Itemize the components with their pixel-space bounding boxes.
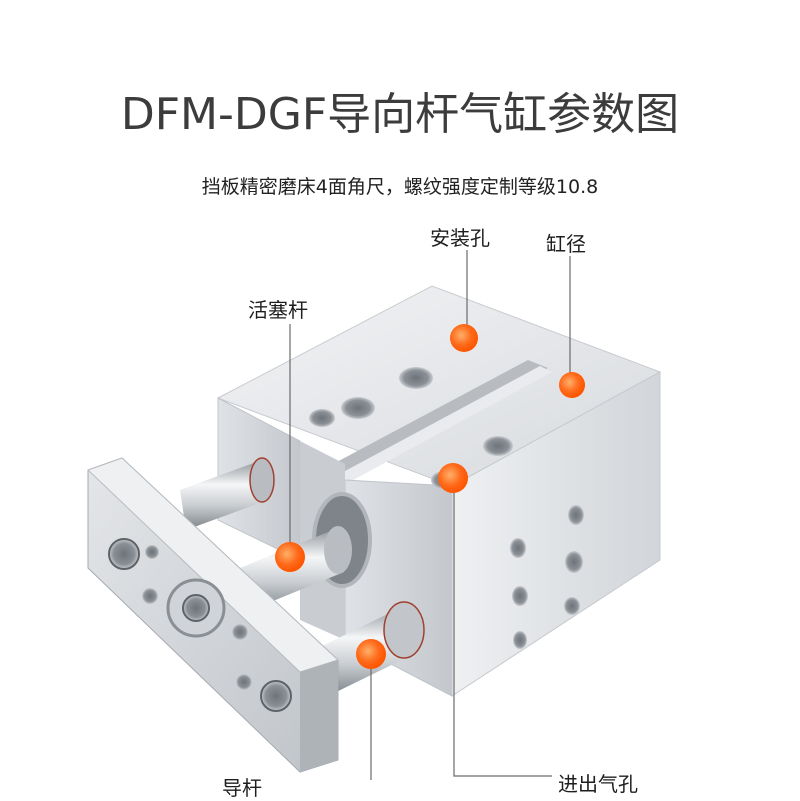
side-hole: [512, 586, 528, 606]
plate-hole: [108, 538, 140, 570]
guide-rod-upper: [180, 460, 268, 530]
side-hole: [510, 538, 526, 558]
marker-dot: [438, 463, 468, 493]
side-hole: [513, 631, 527, 649]
label-guide-rod: 导杆: [222, 776, 262, 800]
plate-hole: [260, 680, 292, 712]
plate-hole: [142, 588, 158, 604]
top-hole: [341, 397, 375, 419]
marker-dot: [559, 372, 585, 398]
top-hole: [483, 436, 513, 456]
plate-hole: [145, 545, 159, 559]
page-subtitle: 挡板精密磨床4面角尺，螺纹强度定制等级10.8: [201, 176, 599, 198]
marker-dot: [356, 639, 386, 669]
side-hole: [568, 505, 584, 525]
label-bore: 缸径: [546, 232, 586, 256]
leader-air-port: [453, 478, 552, 777]
body-right-side: [451, 371, 661, 697]
top-hole: [399, 367, 433, 389]
marker-dot: [450, 324, 478, 352]
label-mounting-hole: 安装孔: [430, 226, 490, 250]
marker-dot: [275, 542, 305, 572]
side-hole: [565, 551, 583, 573]
plate-hole: [232, 624, 248, 640]
label-air-port: 进出气孔: [558, 772, 638, 796]
top-hole: [309, 409, 335, 427]
body-top-groove: [318, 360, 548, 480]
plate-hole: [236, 674, 252, 690]
label-piston-rod: 活塞杆: [248, 298, 308, 322]
page-title: DFM-DGF导向杆气缸参数图: [120, 89, 680, 140]
side-hole: [564, 597, 580, 615]
